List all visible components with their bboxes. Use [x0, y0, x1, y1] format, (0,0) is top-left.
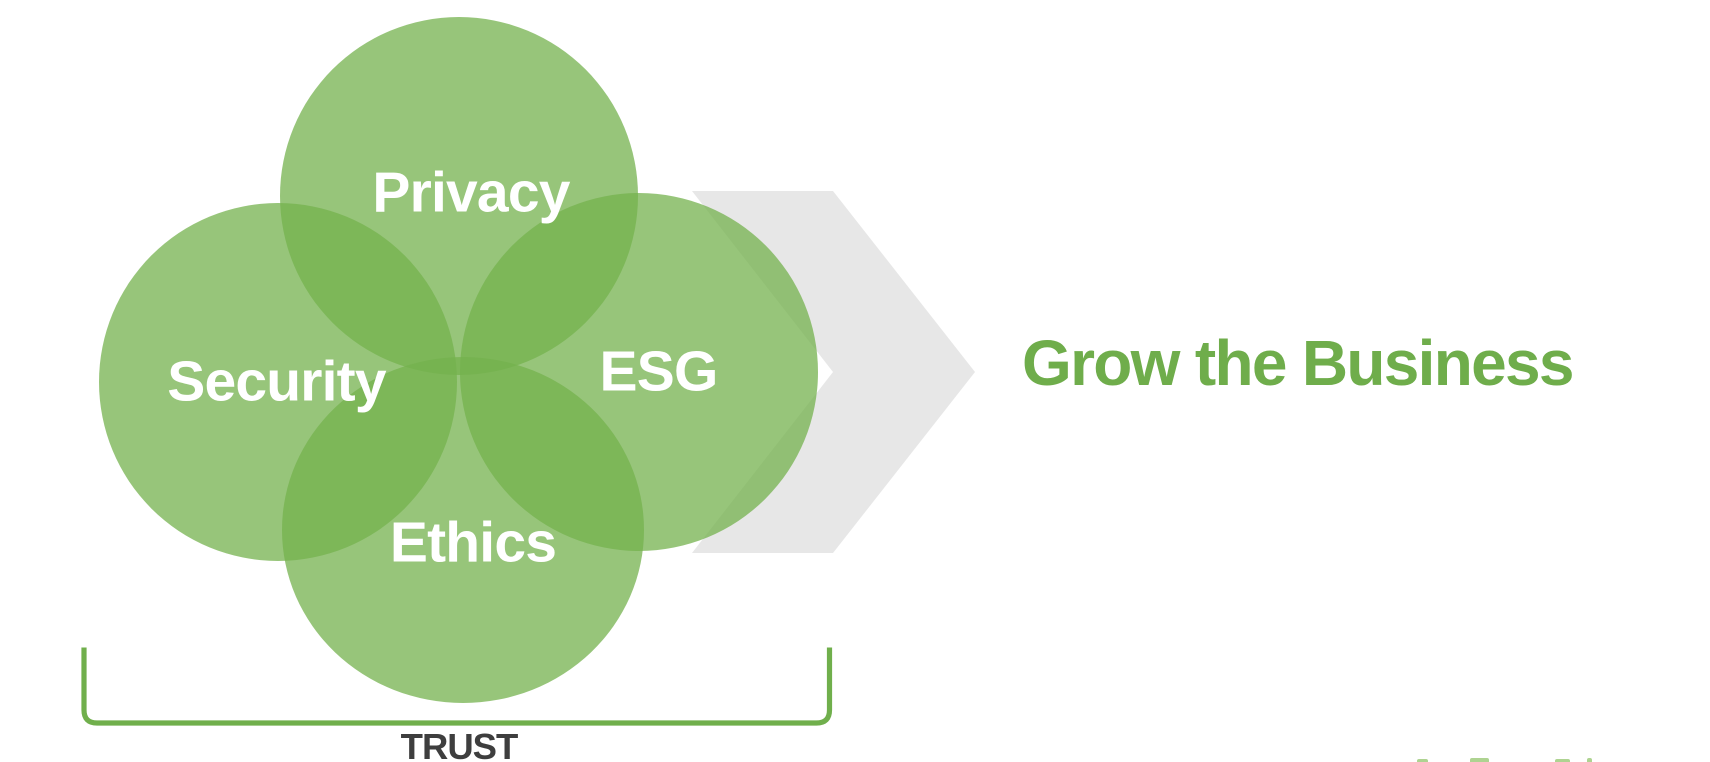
cropped-logo-fragment-4 — [1587, 757, 1592, 762]
cropped-logo-fragment-2 — [1470, 757, 1489, 762]
outcome-heading: Grow the Business — [1022, 327, 1574, 399]
cropped-logo-fragment-3 — [1555, 758, 1570, 762]
cropped-logo-fragment-1 — [1417, 758, 1428, 762]
trust-label: TRUST — [400, 725, 519, 762]
circle-label-privacy: Privacy — [372, 160, 570, 224]
circle-ethics — [282, 357, 644, 703]
circle-label-esg: ESG — [599, 339, 719, 404]
circle-label-ethics: Ethics — [389, 510, 557, 574]
circle-label-security: Security — [167, 349, 386, 414]
